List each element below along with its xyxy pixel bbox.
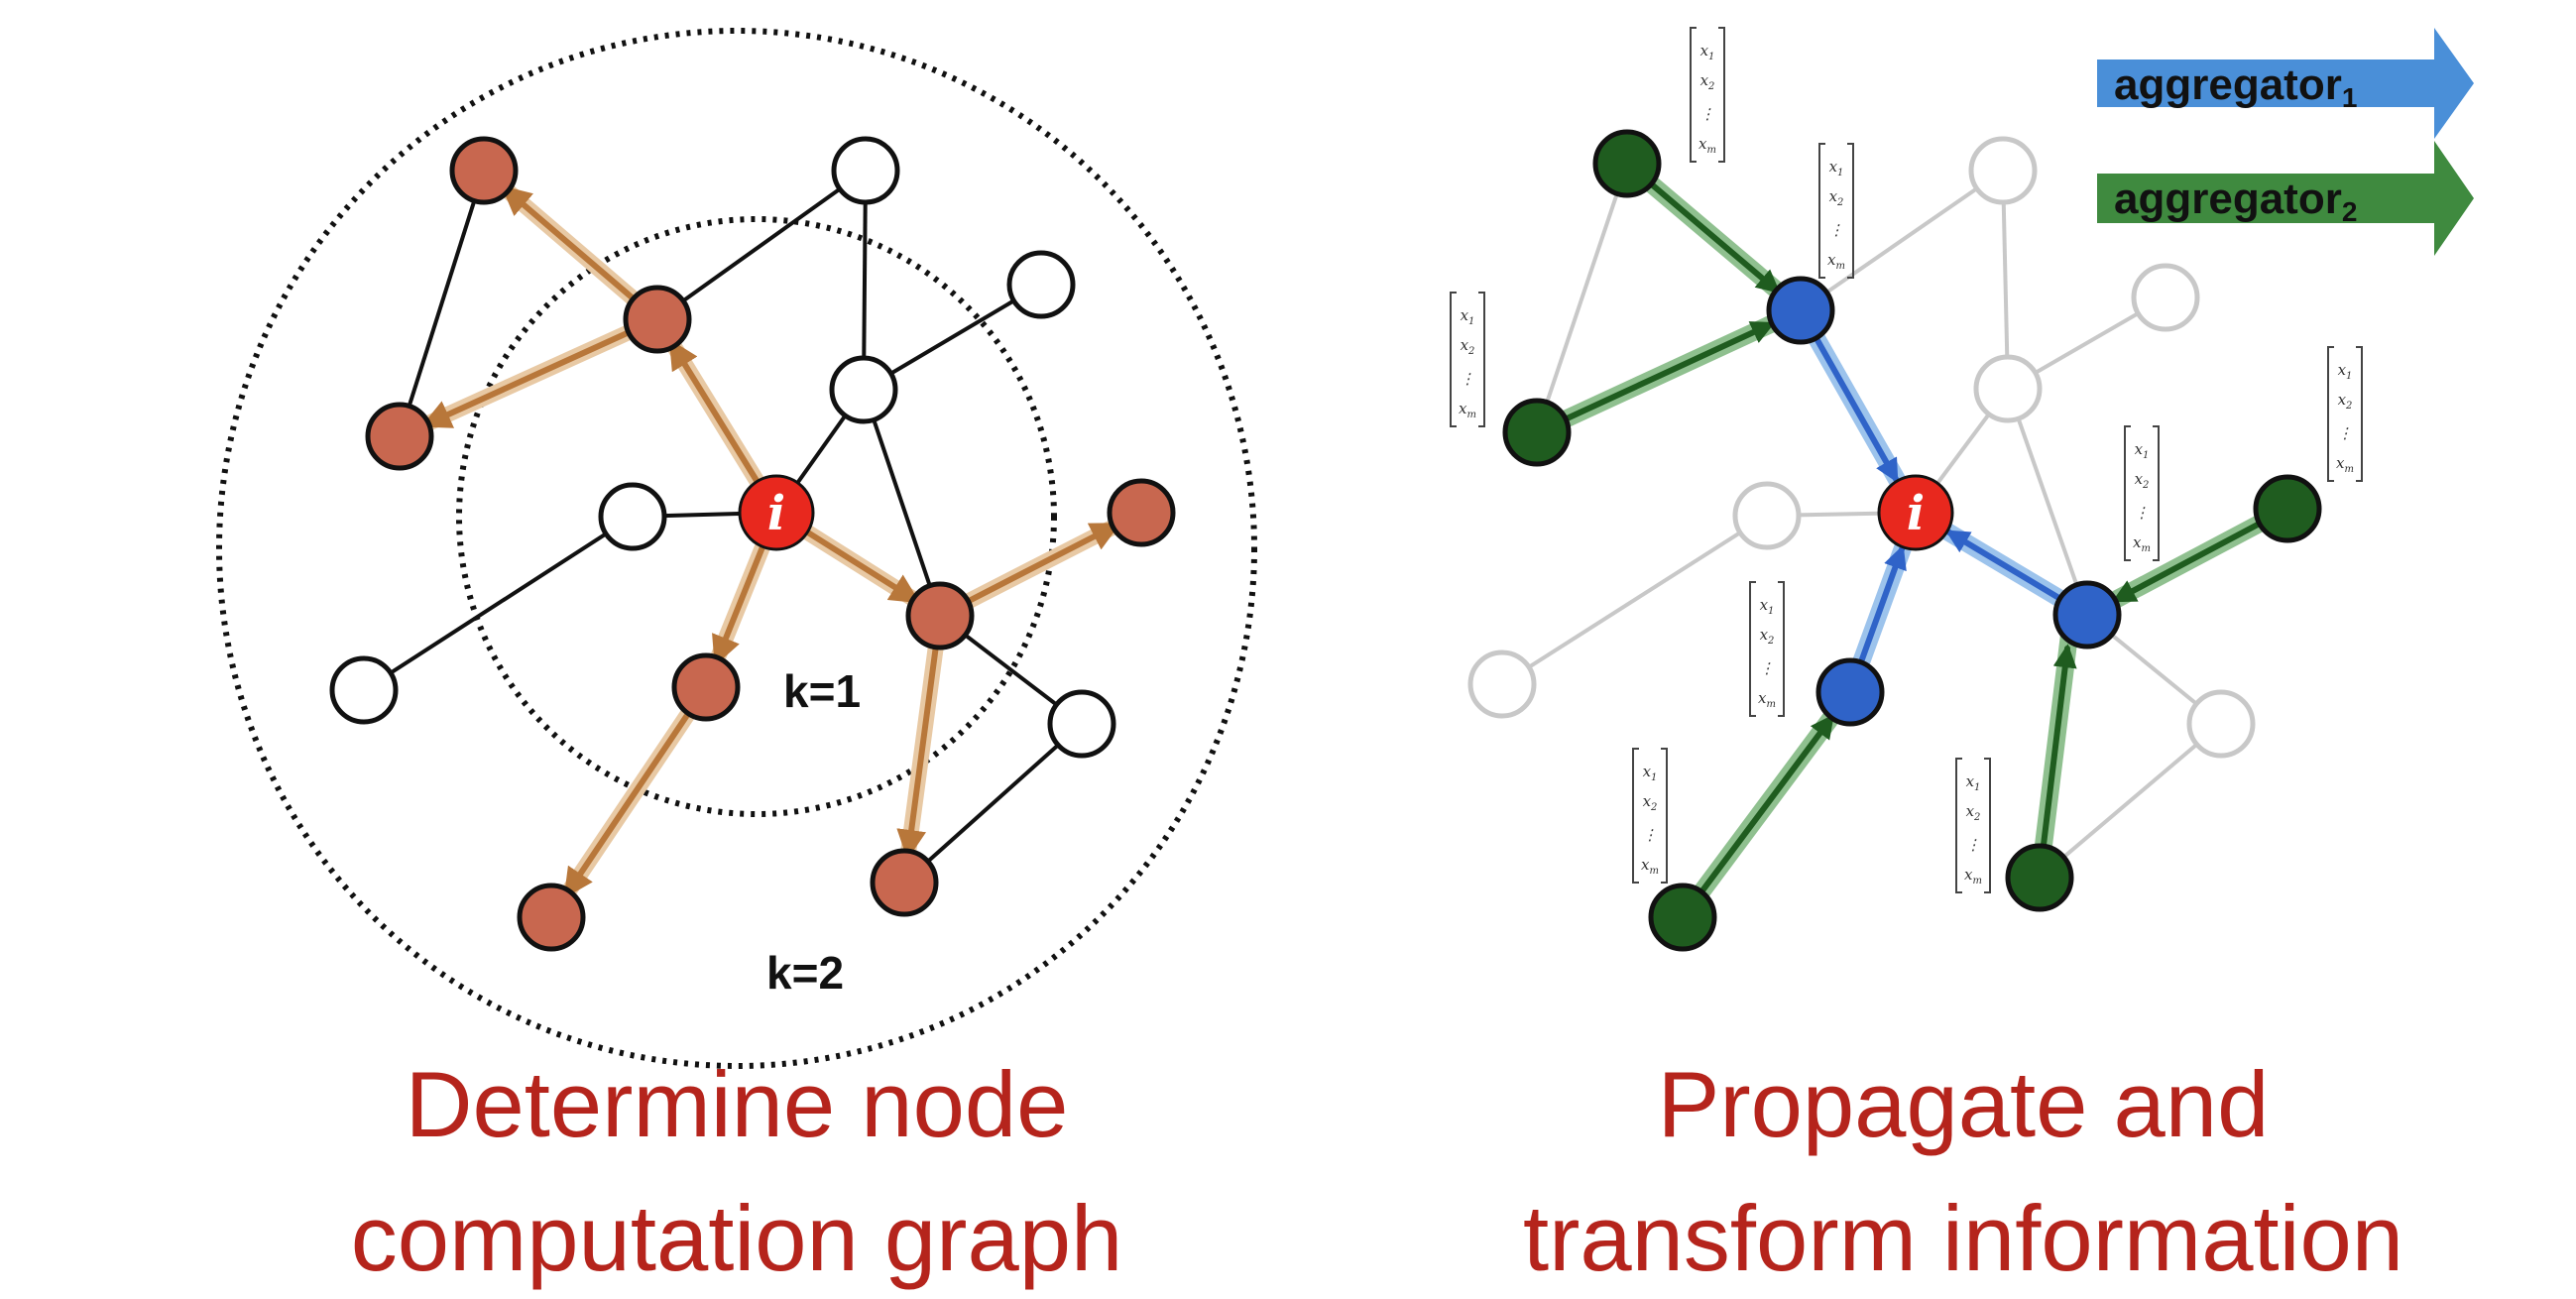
left-caption-line2: computation graph [351, 1186, 1123, 1290]
svg-text:aggregator2: aggregator2 [2114, 175, 2357, 227]
feature-vector: x1 x2 ⋮ xm [1690, 27, 1725, 163]
aggregator1-label: aggregator [2114, 60, 2342, 109]
target-node-right: i [1877, 474, 1954, 551]
vector-entry: xm [1964, 866, 1982, 886]
aggregator1-arrow [2097, 28, 2474, 139]
vector-entry: xm [1758, 689, 1776, 710]
vector-entry: x2 [1966, 802, 1981, 823]
svg-text:aggregator1: aggregator1 [2114, 60, 2357, 113]
vector-bracket [1749, 581, 1785, 717]
aggregator2-edges [1528, 155, 2296, 926]
vector-entry: x2 [2135, 470, 2150, 491]
vector-bracket [1955, 758, 1991, 893]
vector-entry: x2 [1700, 71, 1715, 92]
vector-entry: x1 [1760, 596, 1775, 617]
vector-entry: x2 [1829, 187, 1844, 208]
target-node-label: i [767, 486, 785, 541]
k1-label: k=1 [783, 665, 861, 717]
feature-vector: x1 x2 ⋮ xm [1450, 292, 1485, 427]
left-caption-line1: Determine node [406, 1052, 1069, 1156]
vector-entry: xm [2133, 533, 2151, 554]
vector-entry: xm [1641, 856, 1659, 877]
vector-entry: xm [2336, 454, 2354, 475]
vector-bracket [1818, 143, 1854, 279]
feature-vector: x1 x2 ⋮ xm [1749, 581, 1785, 717]
computation-graph-panel: i k=1 k=2 Determine node computation gra… [216, 28, 1257, 1290]
level2-nodes [1502, 129, 2322, 952]
aggregator2-arrow [2097, 141, 2474, 256]
right-caption-line1: Propagate and [1658, 1052, 2270, 1156]
vector-bracket [2124, 425, 2160, 561]
target-node-right-label: i [1907, 486, 1925, 541]
vector-entry: xm [1459, 400, 1476, 420]
feature-vectors: x1 x2 ⋮ xm x1 x2 ⋮ xm x1 x2 ⋮ xm x1 x2 ⋮ xm x1 x2 ⋮ xm x1 x2 ⋮… [1450, 27, 2363, 893]
vector-entry: ⋮ [2135, 504, 2150, 522]
aggregator2-subscript: 2 [2342, 196, 2358, 227]
vector-entry: ⋮ [1700, 105, 1715, 123]
aggregator2-label: aggregator [2114, 175, 2342, 223]
aggregator1-subscript: 1 [2342, 82, 2358, 113]
vector-entry: x1 [1700, 42, 1715, 62]
feature-vector: x1 x2 ⋮ xm [1632, 748, 1668, 884]
vector-entry: ⋮ [2338, 424, 2353, 442]
graph-nodes-unvisited [329, 136, 1116, 759]
vector-entry: ⋮ [1643, 826, 1658, 844]
feature-vector: x1 x2 ⋮ xm [1955, 758, 1991, 893]
vector-entry: ⋮ [1760, 659, 1775, 677]
vector-entry: xm [1698, 135, 1716, 156]
right-caption-line2: transform information [1523, 1186, 2403, 1290]
vector-entry: x2 [1760, 626, 1775, 647]
vector-entry: xm [1827, 251, 1845, 272]
level1-nodes [1766, 276, 2122, 727]
vector-entry: ⋮ [1829, 221, 1844, 239]
propagation-panel: i x1x2⋮xmx1x2⋮xmx1x2⋮xmx1x2⋮xmx1x2⋮xmx1x… [1450, 27, 2474, 1290]
vector-entry: x1 [1966, 772, 1981, 793]
aggregator2-legend: aggregator2 [2097, 141, 2474, 256]
vector-entry: x2 [1461, 336, 1475, 357]
vector-entry: x2 [1643, 792, 1658, 813]
vector-entry: x1 [2135, 440, 2150, 461]
graph-edges [362, 169, 1084, 885]
feature-vector: x1 x2 ⋮ xm [2327, 346, 2363, 482]
target-node: i [738, 474, 815, 551]
vector-entry: x1 [1829, 158, 1844, 178]
vector-bracket [1632, 748, 1668, 884]
feature-vector: x1 x2 ⋮ xm [1818, 143, 1854, 279]
vector-entry: x1 [1643, 763, 1658, 783]
vector-entry: ⋮ [1461, 370, 1475, 388]
vector-entry: x1 [1461, 306, 1475, 327]
aggregator1-legend: aggregator1 [2097, 28, 2474, 139]
vector-bracket [1450, 292, 1485, 427]
k1-hop-ring [456, 216, 1057, 817]
vector-bracket [1690, 27, 1725, 163]
graph-nodes-visited [365, 136, 1176, 952]
faded-edges [1500, 163, 2223, 880]
k2-label: k=2 [766, 947, 844, 999]
k2-hop-ring [216, 28, 1257, 1069]
feature-vector: x1 x2 ⋮ xm [2124, 425, 2160, 561]
vector-bracket [2327, 346, 2363, 482]
vector-entry: x1 [2338, 361, 2353, 382]
vector-entry: ⋮ [1966, 836, 1981, 854]
vector-entry: x2 [2338, 391, 2353, 412]
faded-nodes [1467, 136, 2256, 759]
